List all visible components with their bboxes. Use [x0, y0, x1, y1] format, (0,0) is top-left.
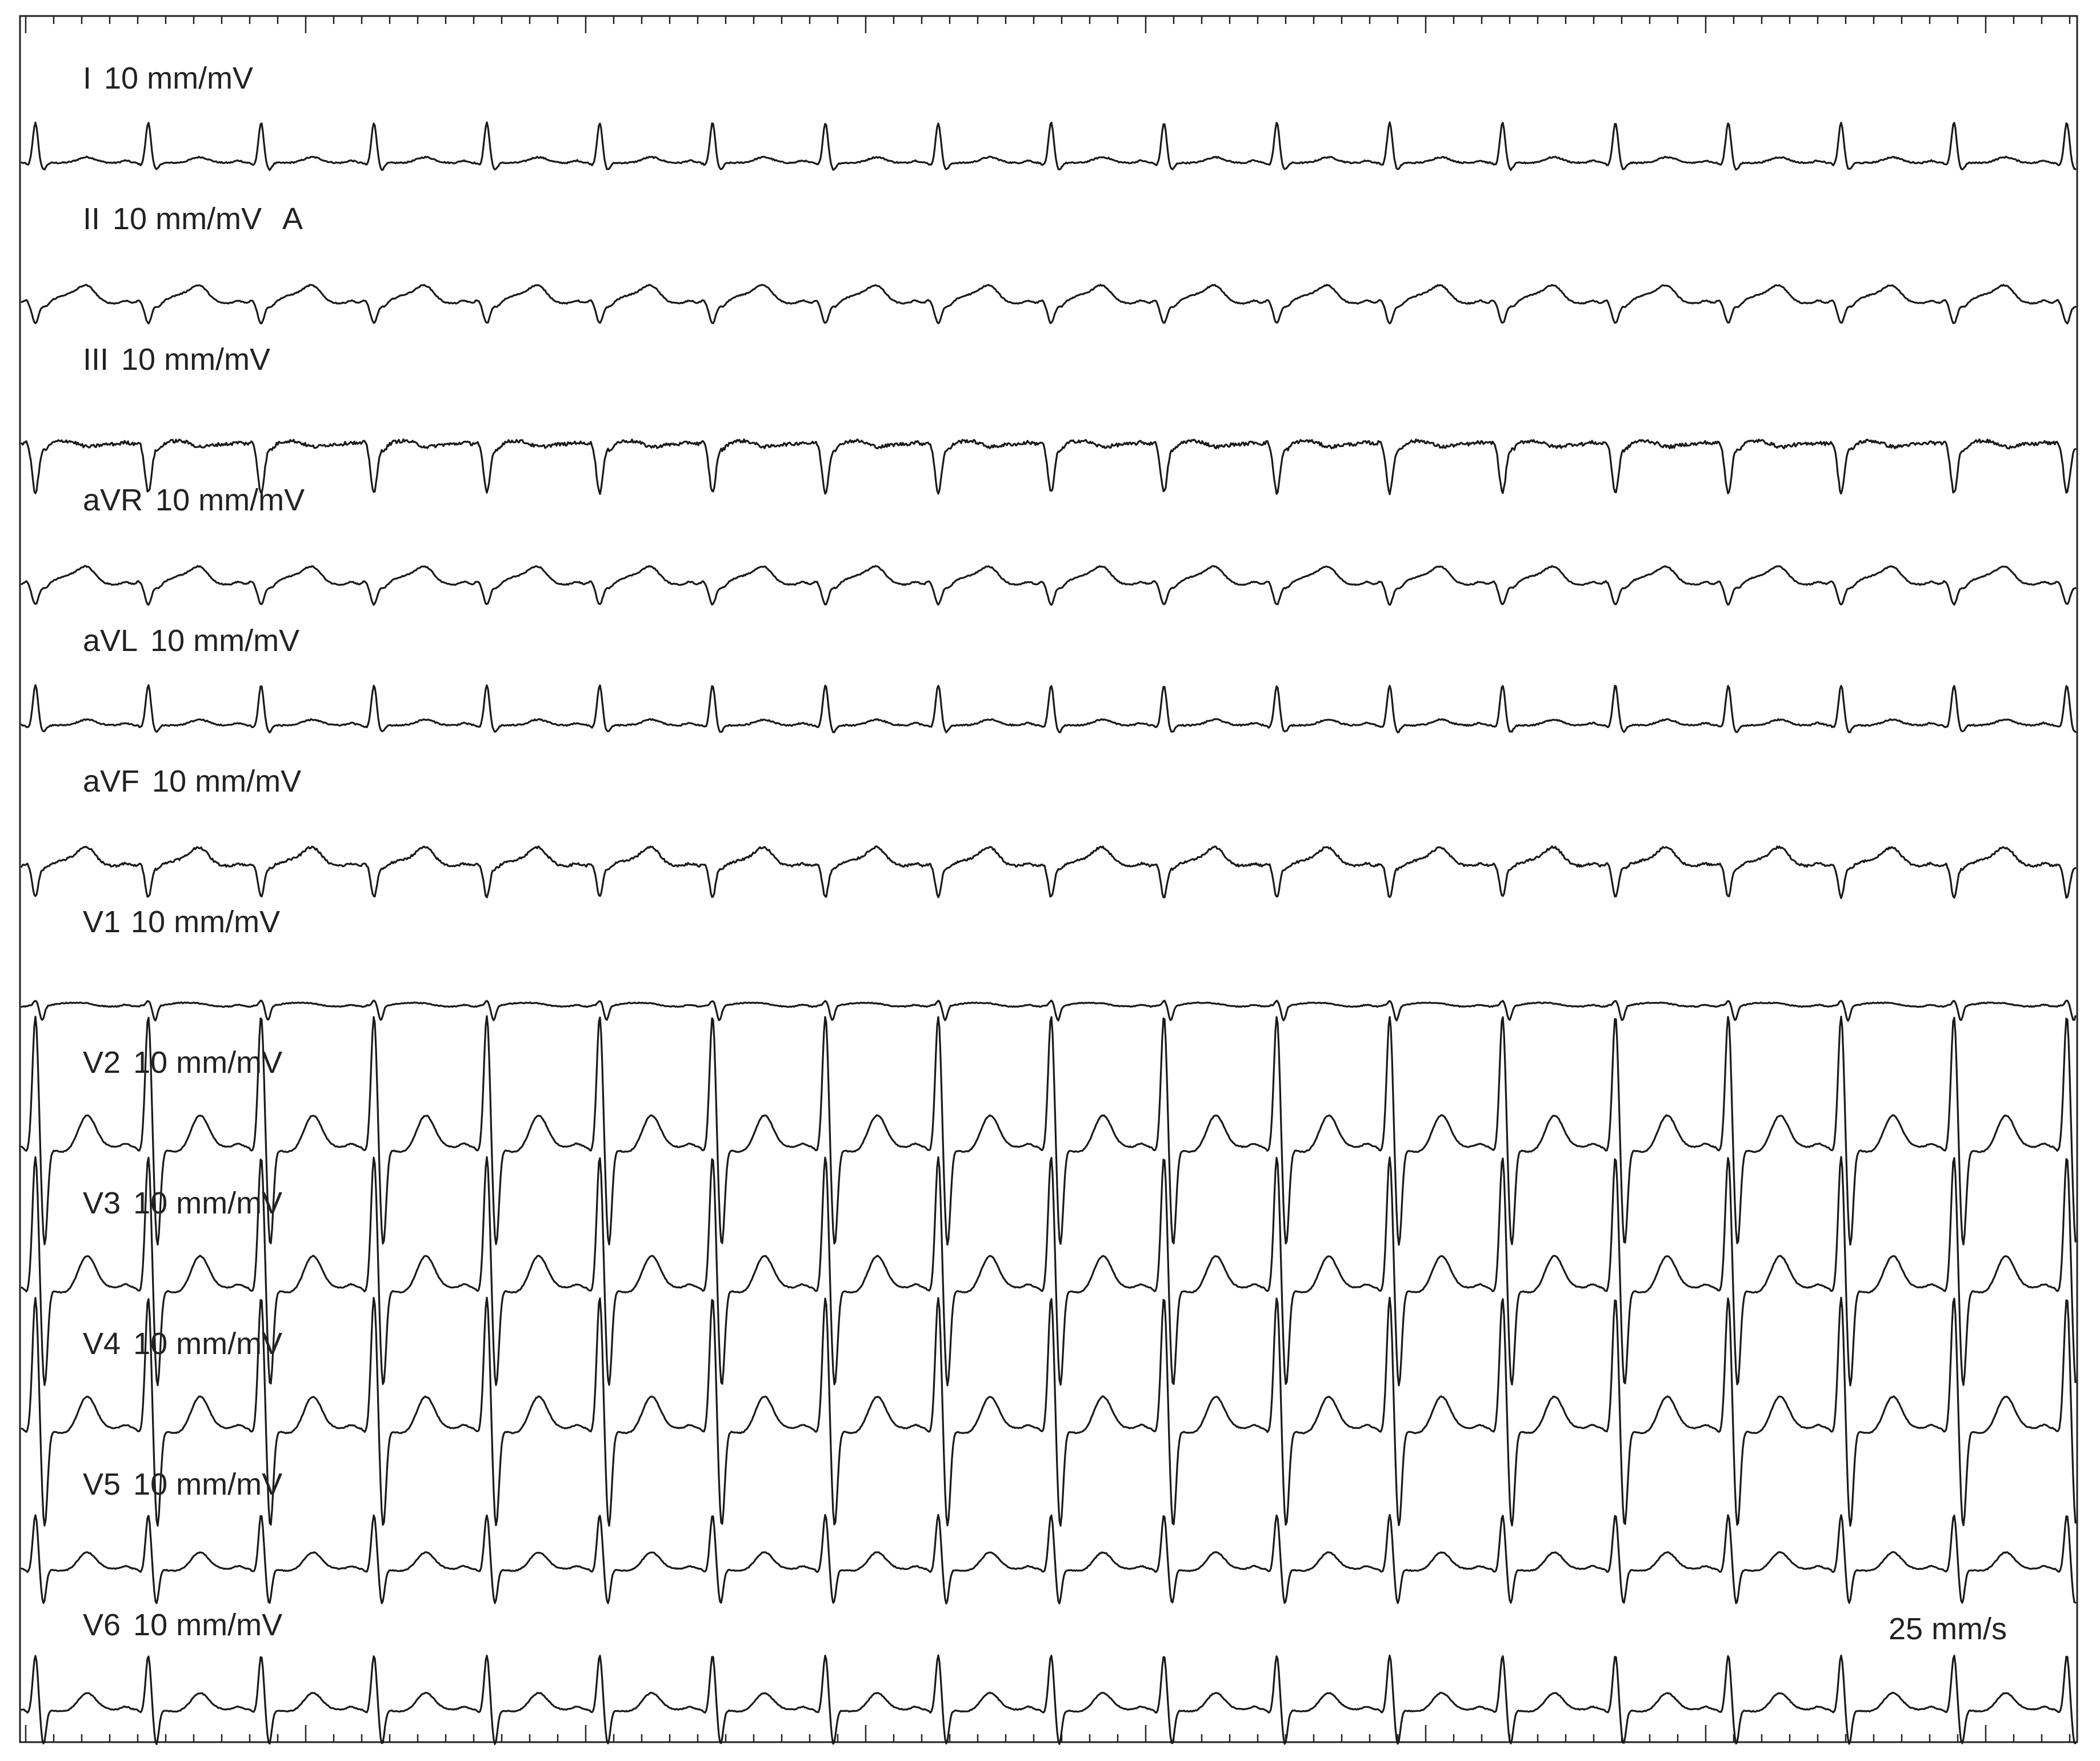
- lead-label-v6: V6 10 mm/mV: [83, 1608, 282, 1642]
- lead-gain: 10 mm/mV: [150, 624, 299, 658]
- lead-traces: [21, 121, 2077, 1746]
- lead-name: aVL: [83, 624, 138, 658]
- lead-name: V4: [83, 1327, 121, 1361]
- lead-label-avl: aVL 10 mm/mV: [83, 624, 299, 658]
- lead-gain: 10 mm/mV: [131, 905, 280, 939]
- trace-avl: [21, 684, 2077, 734]
- lead-marker: A: [282, 202, 303, 236]
- lead-gain: 10 mm/mV: [155, 483, 305, 517]
- lead-gain: 10 mm/mV: [133, 1186, 282, 1220]
- lead-gain: 10 mm/mV: [133, 1327, 282, 1361]
- lead-name: V1: [83, 905, 119, 939]
- lead-label-v4: V4 10 mm/mV: [83, 1327, 282, 1361]
- lead-gain: 10 mm/mV: [104, 61, 253, 95]
- lead-label-avf: aVF 10 mm/mV: [83, 764, 301, 798]
- lead-label-ii: II 10 mm/mV A: [83, 202, 303, 236]
- lead-label-iii: III 10 mm/mV: [83, 342, 270, 377]
- trace-v3: [21, 1156, 2077, 1387]
- lead-labels: I 10 mm/mV II 10 mm/mV A III 10 mm/mV aVR 10 mm/…: [83, 61, 305, 1642]
- trace-iii: [21, 438, 2077, 496]
- lead-name: II: [83, 202, 100, 236]
- trace-v6: [21, 1654, 2077, 1746]
- trace-avr: [21, 565, 2077, 606]
- lead-gain: 10 mm/mV: [152, 764, 301, 798]
- lead-label-v1: V1 10 mm/mV: [83, 905, 280, 939]
- lead-gain: 10 mm/mV: [133, 1045, 282, 1080]
- lead-name: aVF: [83, 764, 139, 798]
- trace-avf: [21, 845, 2077, 900]
- lead-label-v3: V3 10 mm/mV: [83, 1186, 282, 1220]
- lead-name: V3: [83, 1186, 121, 1220]
- lead-gain: 10 mm/mV: [133, 1467, 282, 1502]
- trace-ii: [21, 283, 2077, 325]
- lead-name: III: [83, 342, 109, 377]
- lead-name: V6: [83, 1608, 121, 1642]
- bottom-time-ticks: [25, 1725, 2071, 1742]
- trace-i: [21, 121, 2077, 171]
- trace-v5: [21, 1514, 2077, 1605]
- trace-v4: [21, 1296, 2077, 1527]
- lead-label-v2: V2 10 mm/mV: [83, 1045, 282, 1080]
- paper-speed-label: 25 mm/s: [1889, 1612, 2007, 1646]
- lead-name: aVR: [83, 483, 143, 517]
- lead-name: V5: [83, 1467, 121, 1502]
- trace-v2: [21, 1015, 2077, 1246]
- lead-gain: 10 mm/mV: [121, 342, 270, 377]
- lead-label-v5: V5 10 mm/mV: [83, 1467, 282, 1502]
- trace-v1: [21, 999, 2077, 1022]
- lead-name: V2: [83, 1045, 121, 1080]
- lead-name: I: [83, 61, 91, 95]
- lead-gain: 10 mm/mV: [133, 1608, 282, 1642]
- chart-frame: [19, 15, 2078, 1743]
- lead-gain: 10 mm/mV: [113, 202, 262, 236]
- lead-label-avr: aVR 10 mm/mV: [83, 483, 305, 517]
- lead-label-i: I 10 mm/mV: [83, 61, 253, 95]
- top-time-ticks: [25, 16, 2071, 33]
